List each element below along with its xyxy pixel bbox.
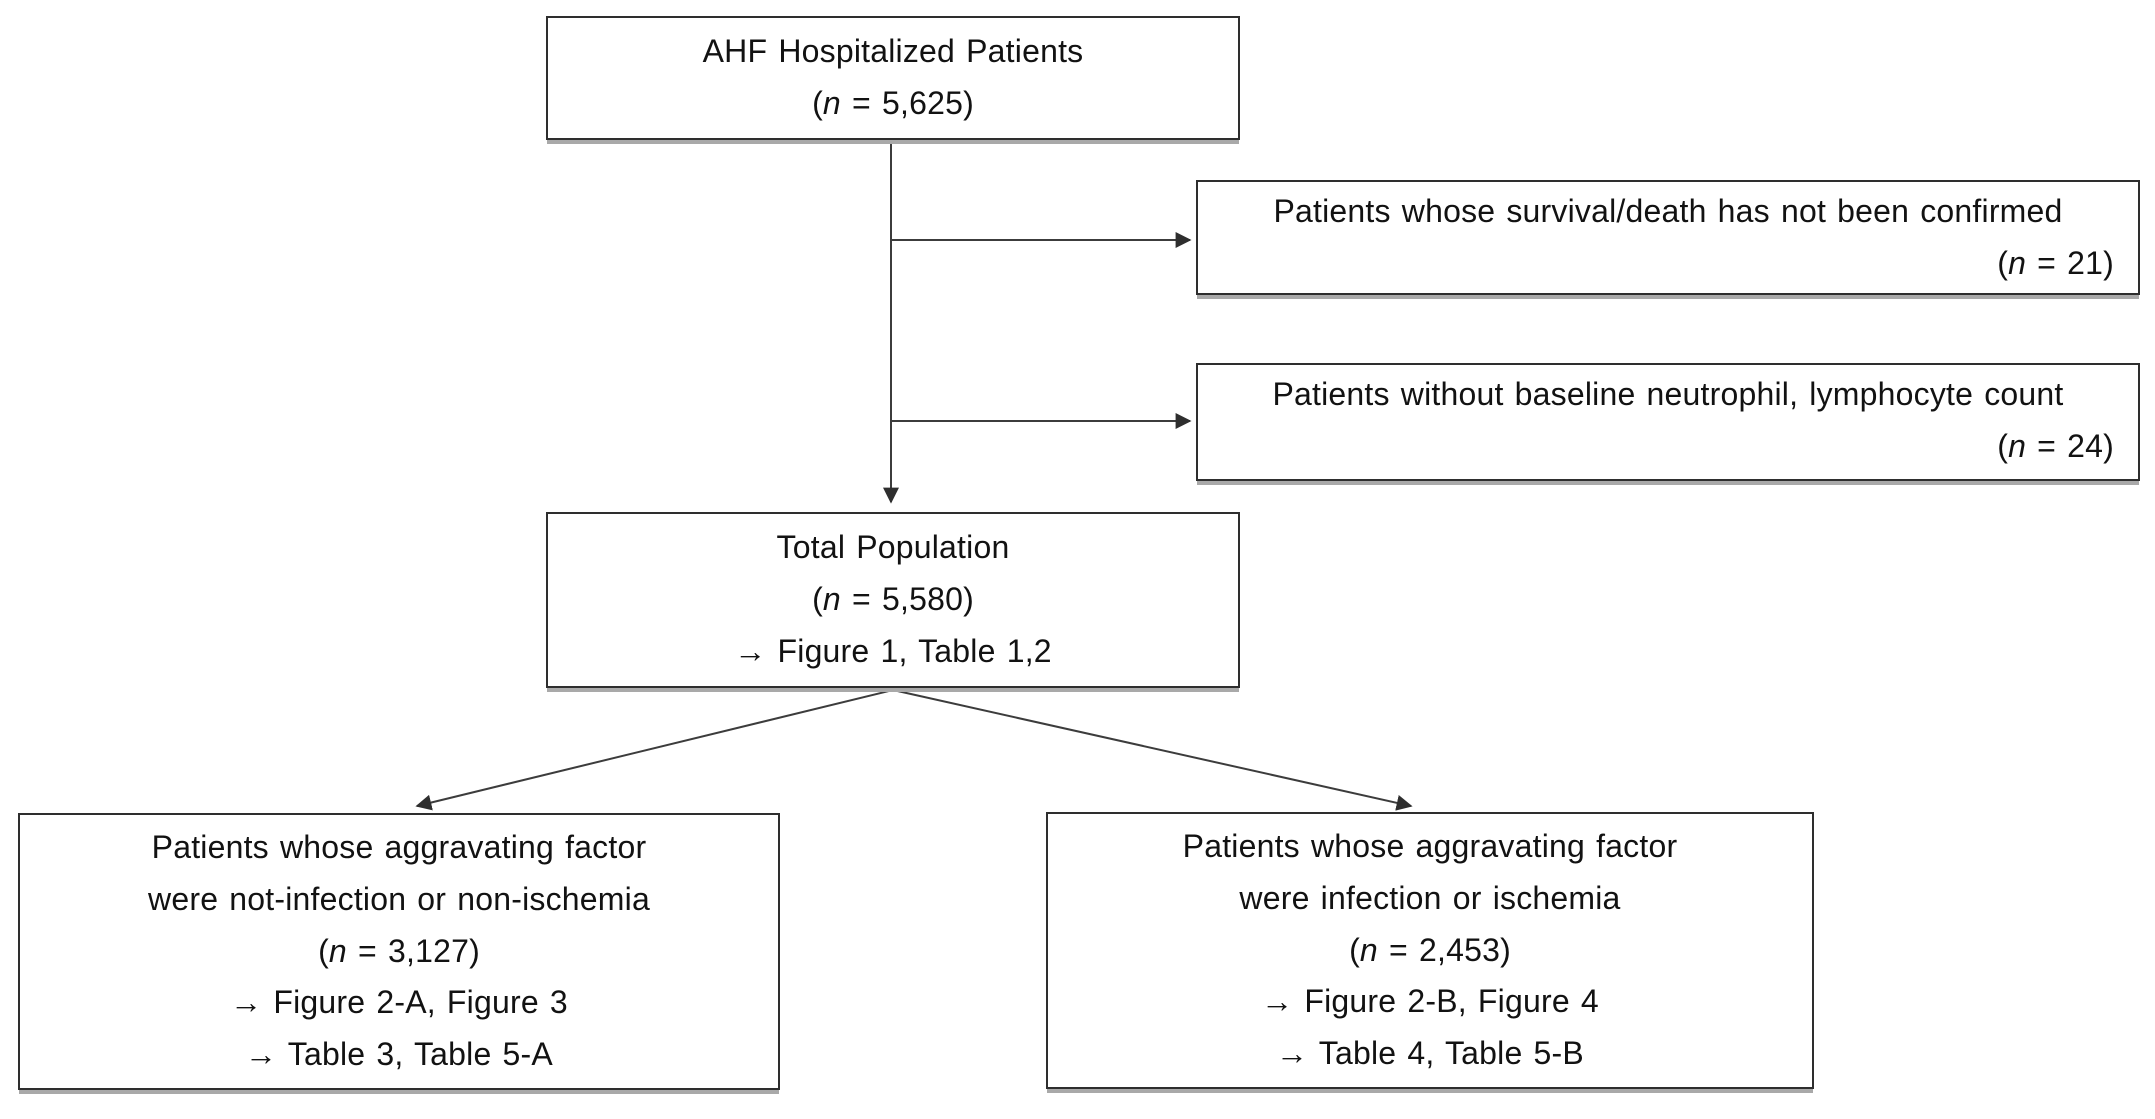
population-count: (n = 3,127) — [318, 932, 480, 969]
population-count: (n = 5,580) — [812, 581, 974, 618]
box-exclusion-survival-not-confirmed: Patients whose survival/death has not be… — [1196, 180, 2140, 295]
connector-total-to-bottom-left-arrow — [415, 689, 894, 811]
group-description-line-2: were infection or ischemia — [1239, 879, 1621, 916]
group-description-line-2: were not-infection or non-ischemia — [148, 880, 650, 917]
exclusion-reason: Patients without baseline neutrophil, ly… — [1272, 376, 2064, 412]
n-symbol: n — [2008, 244, 2027, 281]
population-count: (n = 2,453) — [1349, 931, 1511, 968]
box-ahf-hospitalized-patients: AHF Hospitalized Patients (n = 5,625) — [546, 16, 1240, 140]
connector-total-to-bottom-right-arrow — [892, 689, 1413, 811]
n-symbol: n — [328, 932, 347, 969]
exclusion-reason: Patients whose survival/death has not be… — [1273, 193, 2063, 229]
figure-reference: → Figure 2-A, Figure 3 — [230, 984, 568, 1021]
box-non-infection-non-ischemia-group: Patients whose aggravating factor were n… — [18, 813, 780, 1090]
figure-reference: → Figure 2-B, Figure 4 — [1261, 983, 1599, 1020]
box-title: AHF Hospitalized Patients — [702, 33, 1084, 70]
group-description-line-1: Patients whose aggravating factor — [1182, 827, 1678, 864]
n-symbol: n — [1359, 931, 1378, 968]
n-symbol: n — [2008, 427, 2027, 464]
table-reference: → Table 4, Table 5-B — [1276, 1035, 1584, 1072]
box-total-population: Total Population (n = 5,580) → Figure 1,… — [546, 512, 1240, 688]
population-count: (n = 24) — [1997, 427, 2114, 464]
n-symbol: n — [822, 581, 841, 618]
population-count: (n = 21) — [1997, 244, 2114, 281]
group-description-line-1: Patients whose aggravating factor — [151, 828, 647, 865]
population-count: (n = 5,625) — [812, 85, 974, 121]
box-title: Total Population — [776, 529, 1010, 566]
figure-table-reference: → Figure 1, Table 1,2 — [734, 632, 1052, 669]
n-symbol: n — [822, 85, 841, 121]
table-reference: → Table 3, Table 5-A — [245, 1036, 553, 1073]
box-exclusion-no-baseline-counts: Patients without baseline neutrophil, ly… — [1196, 363, 2140, 481]
box-infection-ischemia-group: Patients whose aggravating factor were i… — [1046, 812, 1814, 1089]
